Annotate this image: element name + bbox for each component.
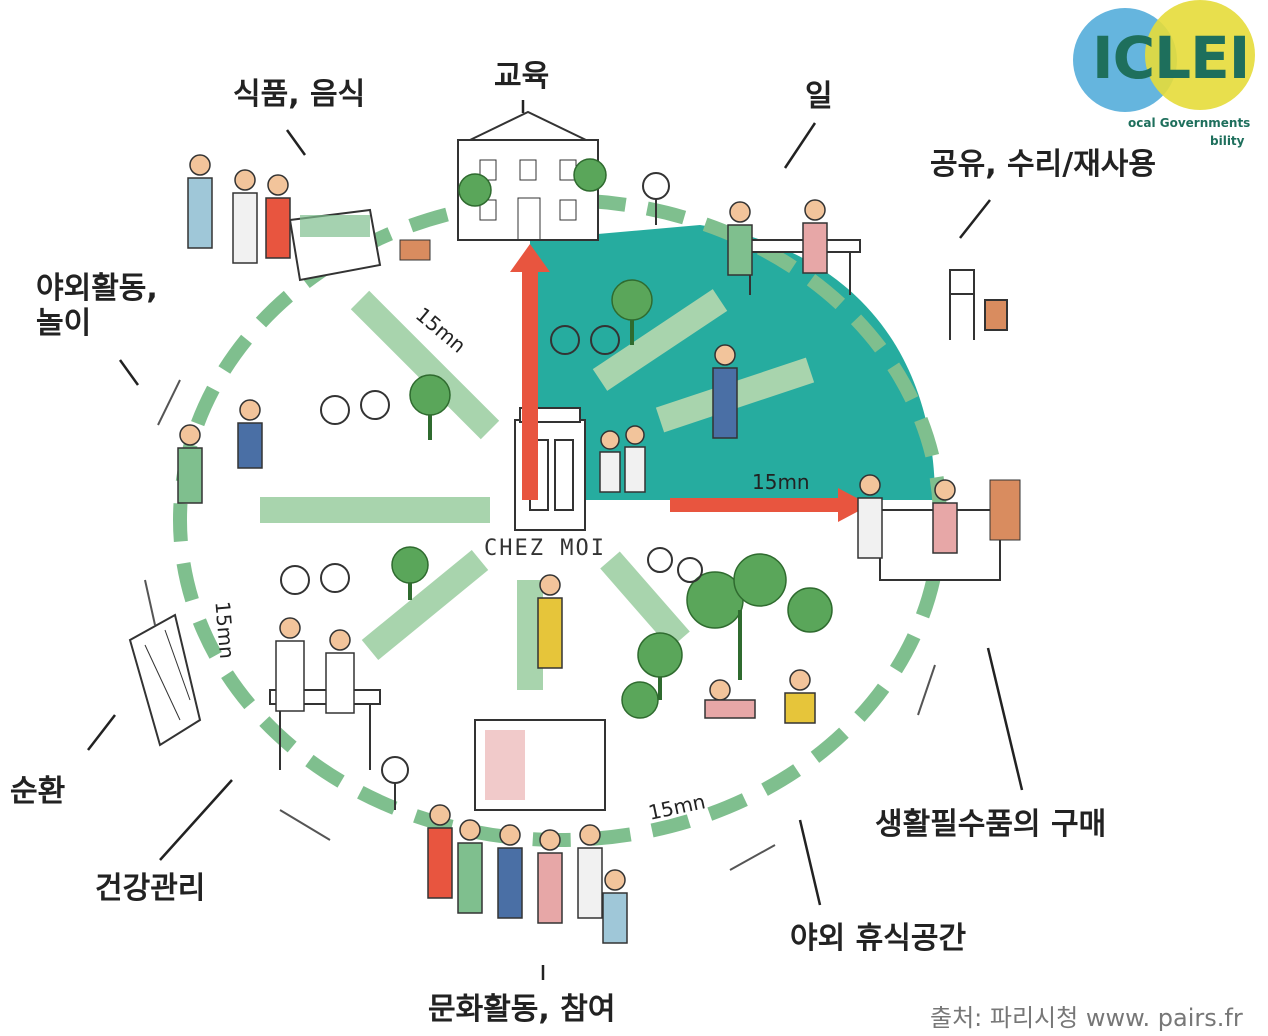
logo-subtitle-line-2: bility: [1210, 134, 1245, 148]
distance-label-left: 15mn: [210, 600, 240, 660]
distance-arrows: [510, 244, 870, 522]
street-theater: [474, 719, 606, 811]
leader-lines: [87, 100, 1024, 980]
tree-trunks: [408, 320, 742, 700]
trees: [391, 158, 833, 719]
market-stall: [288, 208, 431, 282]
repair-furniture: [949, 269, 1008, 340]
label-shopping: 생활필수품의 구매: [875, 807, 1107, 842]
iclei-logo-shapes: [1073, 0, 1255, 112]
label-sharing: 공유, 수리/재사용: [930, 147, 1156, 182]
label-food: 식품, 음식: [233, 77, 366, 112]
label-education: 교육: [494, 59, 550, 94]
label-outdoor-play: 야외활동, 놀이: [36, 271, 158, 341]
label-healthcare: 건강관리: [95, 871, 206, 906]
source-credit: 출처: 파리시청 www. pairs.fr: [930, 1004, 1243, 1032]
logo-subtitle-line-1: ocal Governments: [1128, 116, 1251, 130]
people-figures: [177, 154, 958, 944]
center-home-label: CHEZ MOI: [484, 536, 606, 561]
radial-streets: [260, 289, 815, 690]
school-building: [457, 110, 599, 241]
label-circulation: 순환: [10, 774, 66, 809]
label-culture: 문화활동, 참여: [428, 992, 616, 1027]
distance-label-right: 15mn: [752, 470, 810, 494]
solar-panel: [128, 613, 202, 747]
metro-signs: [381, 172, 670, 810]
bicycles: [280, 325, 703, 595]
logo-name: ICLEI: [1092, 24, 1250, 92]
connector-arrows: [144, 379, 936, 871]
label-work: 일: [805, 79, 833, 114]
label-outdoor-rest: 야외 휴식공간: [790, 921, 967, 956]
